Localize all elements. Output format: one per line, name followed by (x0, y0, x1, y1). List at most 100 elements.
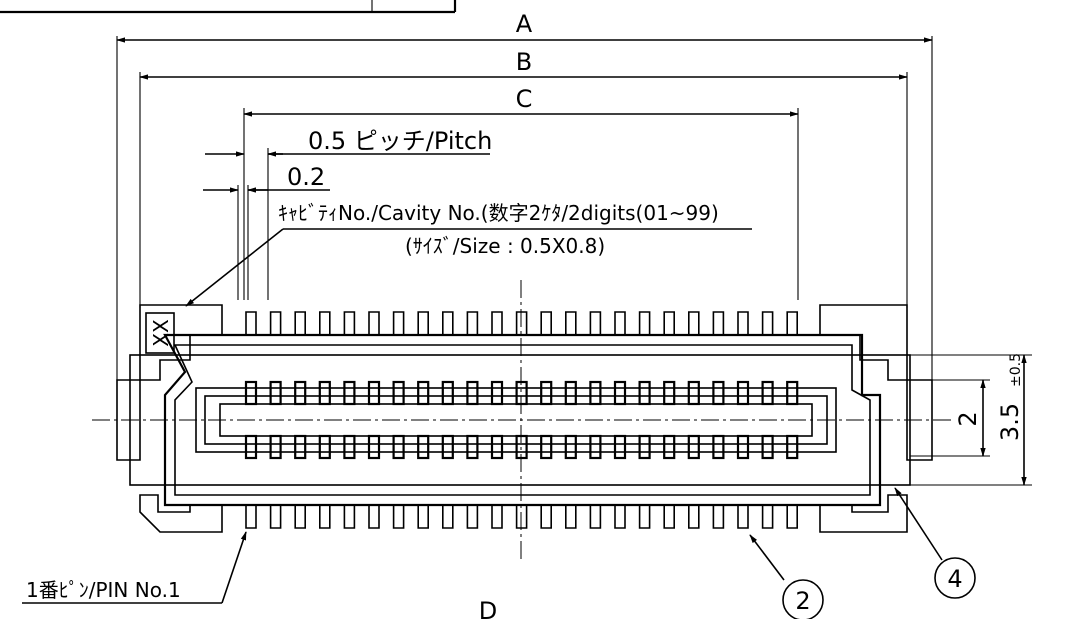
terminal-lead (294, 311, 306, 335)
contact (269, 380, 282, 406)
terminal-lead (638, 311, 651, 335)
terminal-lead (761, 311, 774, 335)
contact (466, 434, 479, 460)
terminal-lead (589, 311, 602, 335)
contact (466, 380, 479, 406)
contact (244, 434, 258, 460)
terminal-lead (540, 505, 552, 529)
terminal-lead (343, 505, 356, 529)
contact (663, 380, 676, 406)
terminal-lead (614, 311, 626, 335)
contact (367, 434, 381, 460)
contact (294, 380, 307, 406)
contact (761, 434, 774, 460)
terminal-lead (491, 311, 503, 335)
terminal-lead (786, 311, 798, 335)
terminal-lead (245, 505, 257, 529)
terminal-lead (392, 505, 405, 529)
terminal-lead (417, 505, 429, 529)
size-note: (ｻｲｽﾞ/Size : 0.5X0.8) (405, 234, 605, 258)
contact (441, 380, 454, 406)
dim-height-inner-label: 2 (954, 411, 982, 426)
terminal-lead (343, 311, 356, 335)
balloon-2: 2 (749, 534, 824, 619)
contact (638, 434, 651, 460)
contact (736, 434, 750, 460)
dim-b-label: B (516, 48, 532, 76)
contact (244, 380, 258, 406)
dimension-lines (116, 37, 1027, 486)
contact (367, 380, 381, 406)
terminal-lead (565, 311, 577, 335)
dim-height-outer-label: 3.5 (996, 403, 1024, 441)
contact (613, 434, 627, 460)
contact (294, 434, 307, 460)
dim-pitch-label: 0.5 ピッチ/Pitch (308, 127, 492, 155)
terminal-lead (368, 311, 380, 335)
contact (318, 434, 331, 460)
terminal-lead (737, 311, 749, 335)
terminal-lead (638, 505, 651, 529)
dim-height-tolerance: ±0.5 (1008, 353, 1024, 387)
contact (786, 380, 799, 406)
contact (712, 380, 725, 406)
balloon-4: 4 (894, 487, 976, 599)
terminal-lead (466, 505, 479, 529)
cavity-leader (185, 228, 284, 307)
terminal-lead (319, 505, 331, 529)
dim-a-label: A (516, 10, 533, 38)
contact (540, 380, 553, 406)
terminal-lead (491, 505, 503, 529)
terminal-lead (442, 505, 454, 529)
contact (490, 380, 504, 406)
terminal-lead (663, 505, 675, 529)
contact (712, 434, 725, 460)
contact (417, 434, 430, 460)
terminal-lead (515, 311, 528, 335)
terminal-lead (294, 505, 306, 529)
extension-lines (116, 36, 1032, 486)
left-end-post: XX (116, 304, 223, 533)
contact (589, 434, 602, 460)
cavity-note: ｷｬﾋﾞﾃｨNo./Cavity No.(数字2ｹﾀ/2digits(01~99… (278, 201, 719, 225)
terminal-lead (565, 505, 577, 529)
terminal-lead (319, 311, 331, 335)
lower-contact-row (244, 434, 799, 460)
upper-contact-row (244, 380, 799, 406)
contact (687, 434, 700, 460)
contact (343, 380, 356, 406)
balloon-2-label: 2 (795, 587, 810, 615)
terminal-lead (392, 311, 405, 335)
terminal-lead (688, 311, 700, 335)
contact (613, 380, 627, 406)
terminal-lead (515, 505, 528, 529)
title-frame (0, 0, 457, 14)
contact (540, 434, 553, 460)
contact (564, 434, 577, 460)
terminal-lead (466, 311, 479, 335)
terminal-lead (245, 311, 257, 335)
pin1-leader (221, 531, 247, 604)
terminal-lead (442, 311, 454, 335)
dim-d-label: D (479, 597, 497, 619)
dim-c-label: C (516, 85, 533, 113)
terminal-lead (269, 311, 282, 335)
terminal-lead (688, 505, 700, 529)
terminal-lead (589, 505, 602, 529)
contact (269, 434, 282, 460)
contact (318, 380, 331, 406)
pin1-note: 1番ﾋﾟﾝ/PIN No.1 (26, 578, 181, 602)
contact (786, 434, 799, 460)
contact (687, 380, 700, 406)
contact (417, 380, 430, 406)
contact (343, 434, 356, 460)
contact (515, 434, 528, 460)
terminal-lead (417, 311, 429, 335)
lower-terminal-row (245, 505, 798, 529)
terminal-lead (663, 311, 675, 335)
contact (564, 380, 577, 406)
contact (663, 434, 676, 460)
contact (392, 434, 405, 460)
contact (490, 434, 504, 460)
